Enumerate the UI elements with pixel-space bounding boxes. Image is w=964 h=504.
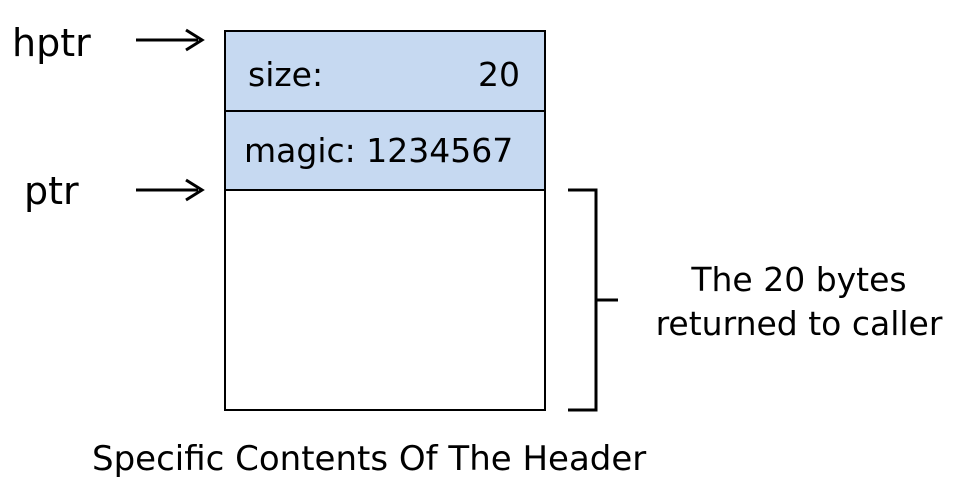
size-value: 20 xyxy=(478,55,520,94)
bracket-icon xyxy=(568,188,618,412)
size-field: size: 20 xyxy=(224,30,546,112)
figure-caption: Specific Contents Of The Header xyxy=(92,439,647,479)
hptr-label: hptr xyxy=(12,21,91,65)
ptr-arrow-icon xyxy=(136,178,205,202)
region-caption-line1: The 20 bytes xyxy=(691,260,907,299)
magic-field: magic: 1234567 xyxy=(224,110,546,191)
user-region xyxy=(224,189,546,411)
size-label: size: xyxy=(248,55,324,94)
ptr-label: ptr xyxy=(24,169,79,213)
hptr-arrow-icon xyxy=(136,28,205,52)
magic-label: magic: 1234567 xyxy=(244,131,514,170)
region-caption-line2: returned to caller xyxy=(655,304,943,343)
region-caption: The 20 bytes returned to caller xyxy=(640,258,958,346)
